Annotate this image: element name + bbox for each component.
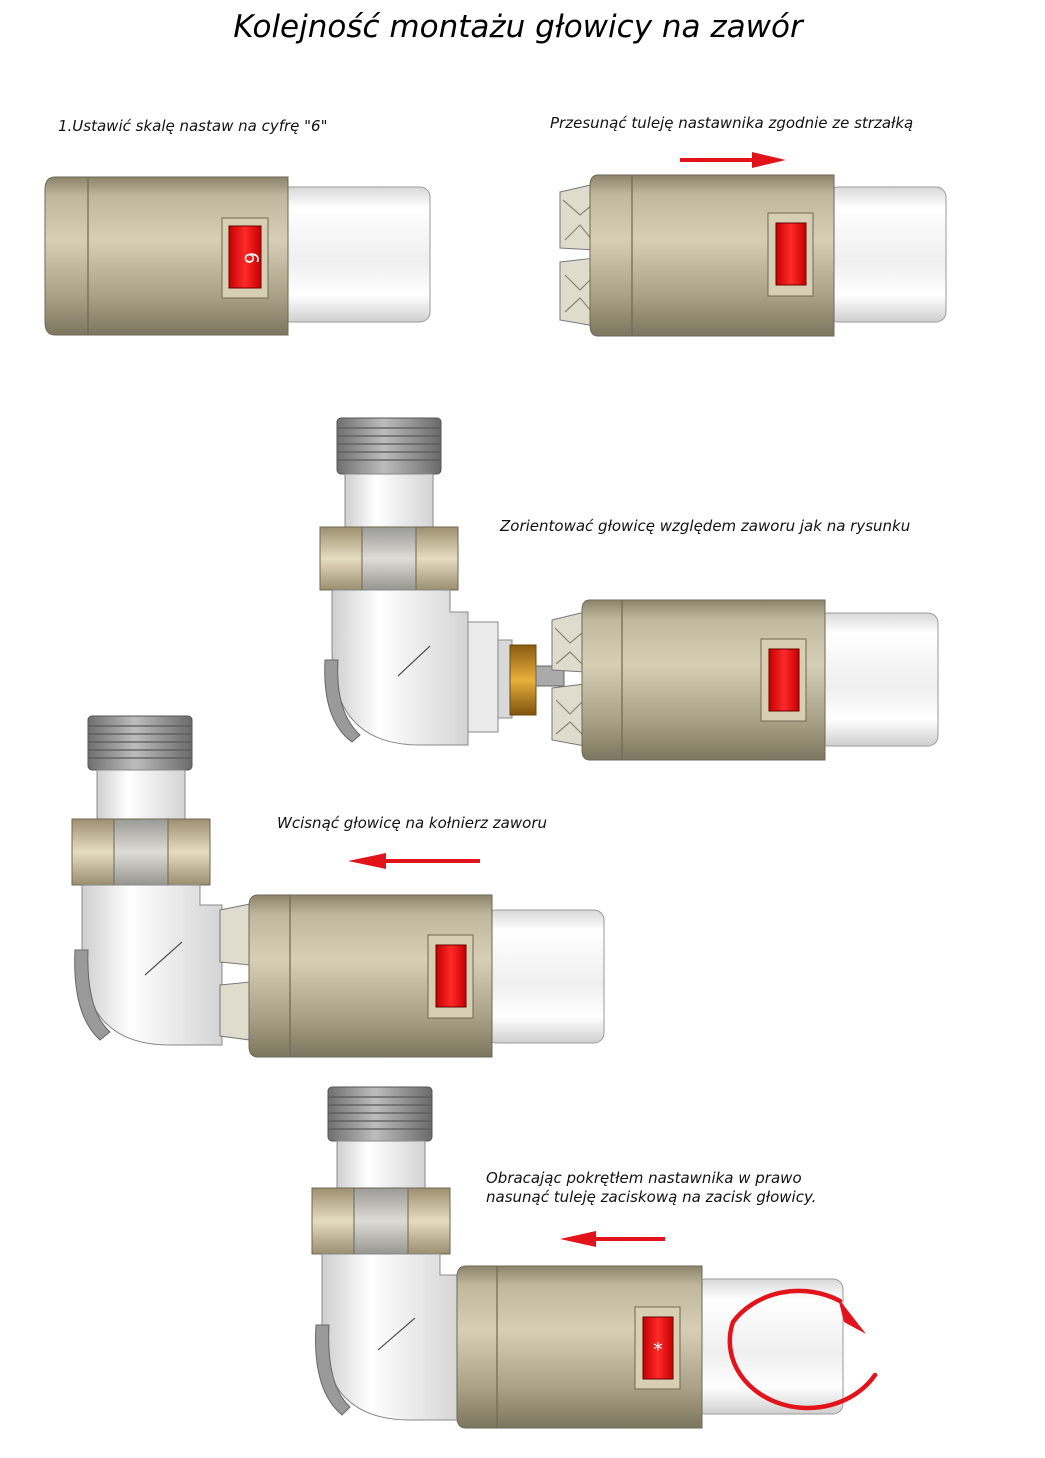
page-title: Kolejność montażu głowicy na zawór <box>233 9 805 45</box>
angle-valve-step-5 <box>311 1086 463 1421</box>
setting-dial-value: * <box>653 1339 663 1361</box>
step-5-caption-line-1: Obracając pokrętłem nastawnika w prawo <box>486 1169 802 1187</box>
angle-valve-step-4 <box>71 715 251 1046</box>
thermostatic-head-step-5: * <box>456 1265 844 1429</box>
rotate-clockwise-arrow-icon <box>727 1288 878 1411</box>
step-5-caption-line-2: nasunąć tuleję zaciskową na zacisk głowi… <box>486 1188 816 1206</box>
thermostatic-head-step-1: 6 <box>44 176 431 336</box>
step-4-caption: Wcisnąć głowicę na kołnierz zaworu <box>277 814 547 832</box>
angle-valve-step-3 <box>319 417 565 746</box>
step-2-caption: Przesunąć tuleję nastawnika zgodnie ze s… <box>550 114 913 132</box>
thermostatic-head-step-4 <box>248 894 605 1058</box>
step-1-caption: 1.Ustawić skalę nastaw na cyfrę "6" <box>58 117 328 135</box>
step-3-caption: Zorientować głowicę względem zaworu jak … <box>499 517 910 535</box>
thermostatic-head-step-3 <box>551 599 939 761</box>
left-arrow-icon <box>348 853 480 869</box>
right-arrow-icon <box>680 152 786 168</box>
setting-window <box>228 225 262 289</box>
left-arrow-icon <box>560 1231 665 1247</box>
thermostatic-head-step-2 <box>559 174 947 337</box>
setting-dial-value: 6 <box>240 252 262 264</box>
